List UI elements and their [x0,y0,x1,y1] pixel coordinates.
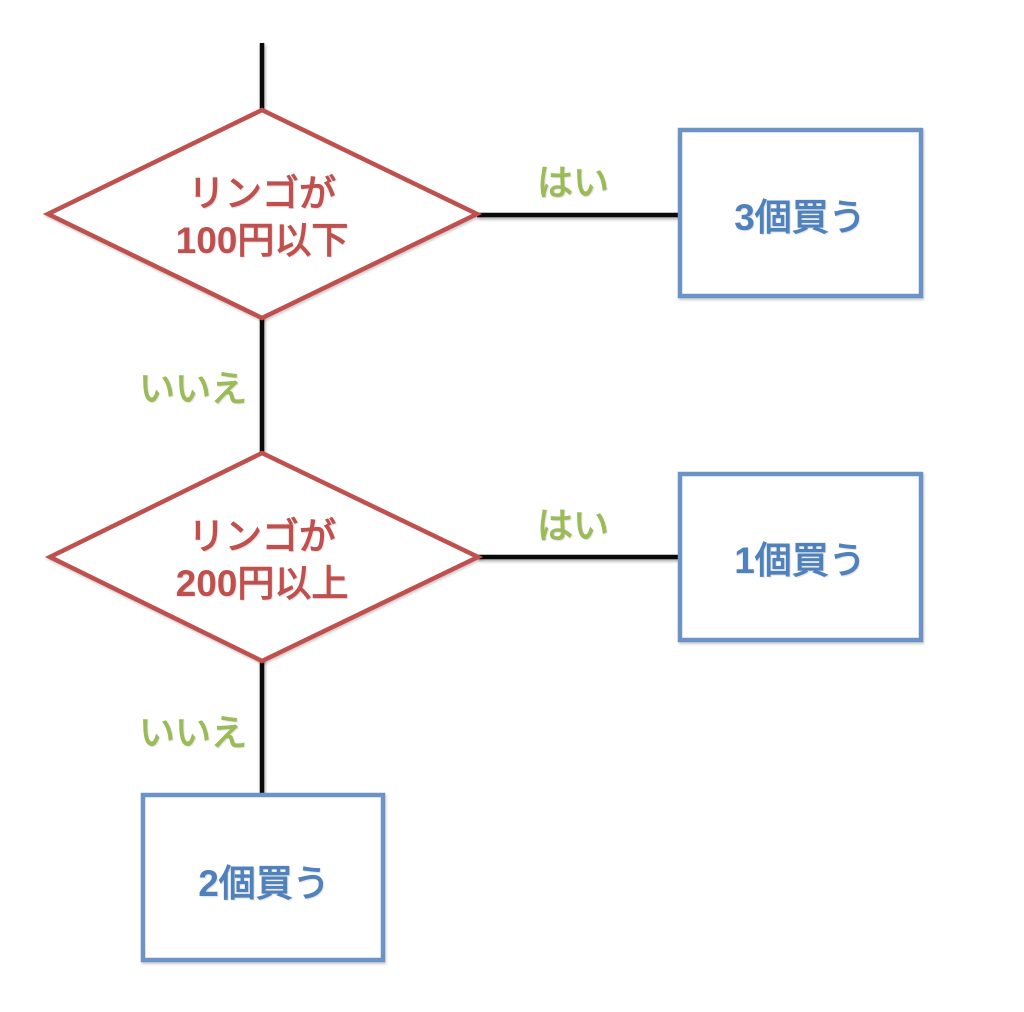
decision-1-label-line2: 100円以下 [175,220,349,261]
result-3-label: 2個買う [198,863,330,904]
result-2-box [677,471,924,643]
result-1-box [677,127,924,299]
decision-2-label-line2: 200円以上 [175,563,349,604]
result-2-label: 1個買う [734,540,866,581]
decision-1-label: リンゴが 100円以下 [176,170,349,264]
decision-1-label-line1: リンゴが [187,173,336,214]
decision-2-yes-label: はい [536,505,610,546]
result-3-box [140,792,386,963]
decision-2-diamond [44,450,484,664]
decision-1-yes-label: はい [536,162,610,203]
result-1-label: 3個買う [734,197,866,238]
decision-2-no-label: いいえ [138,712,248,753]
decision-1-diamond [42,107,483,321]
decision-2-label: リンゴが 200円以上 [176,513,349,607]
decision-2-label-line1: リンゴが [187,516,336,557]
decision-1-no-label: いいえ [138,368,248,409]
